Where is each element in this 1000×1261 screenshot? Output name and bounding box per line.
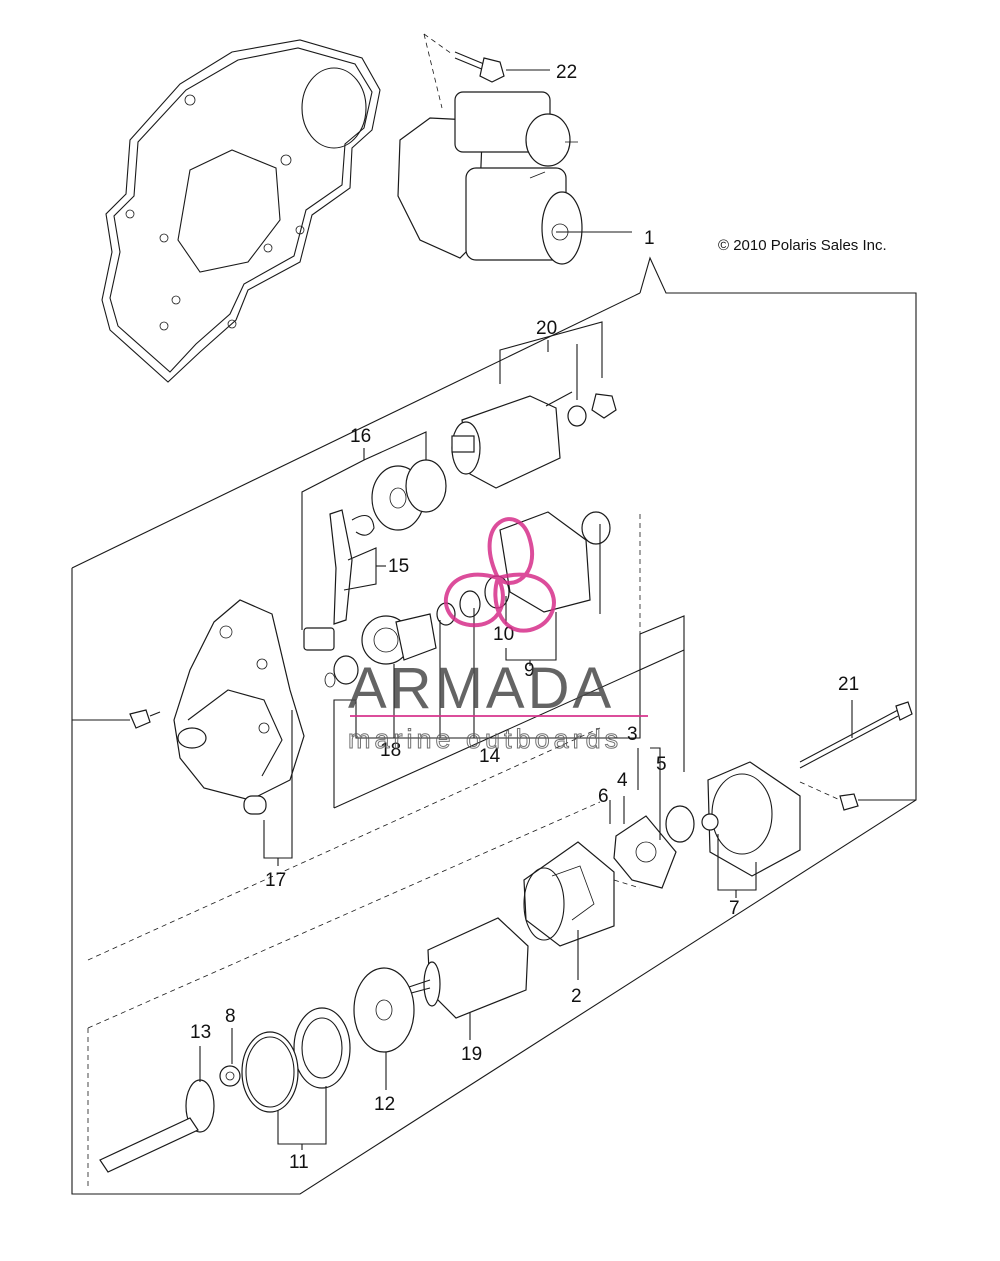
- brush-holder-3-6: [609, 747, 695, 889]
- callout-9: 9: [524, 660, 535, 681]
- callout-4: 4: [617, 770, 628, 791]
- engine-back-plate: [101, 39, 381, 383]
- watermark-brand: ARMADA: [348, 656, 614, 721]
- callout-16: 16: [350, 426, 371, 447]
- callout-1: 1: [644, 228, 655, 249]
- callout-10: 10: [493, 624, 514, 645]
- callout-21: 21: [838, 674, 859, 695]
- rear-cover-7: [701, 761, 801, 898]
- callout-7: 7: [729, 898, 740, 919]
- lever-15: [303, 509, 386, 651]
- starter-assembly: [397, 91, 632, 265]
- armature-19: [399, 917, 529, 1040]
- watermark-tagline: marine outboards: [348, 724, 622, 754]
- callout-18: 18: [380, 740, 401, 761]
- armada-watermark: ARMADA marine outboards: [348, 517, 648, 755]
- planet-gear-8: [219, 1028, 241, 1087]
- front-housing-17: [72, 599, 305, 866]
- callout-22: 22: [556, 62, 577, 83]
- shaft-13: [99, 1046, 215, 1173]
- yoke-2: [523, 841, 641, 980]
- pinion-clutch-18: [324, 613, 437, 738]
- solenoid-20: [451, 321, 617, 489]
- callout-17: 17: [265, 870, 286, 891]
- callout-14: 14: [479, 746, 501, 767]
- through-bolt-21: [799, 700, 916, 811]
- watermark-logo-icon: [443, 517, 556, 633]
- callout-19: 19: [461, 1044, 482, 1065]
- bolt-22: [423, 33, 550, 109]
- plate-12: [353, 967, 415, 1090]
- callout-13: 13: [190, 1022, 211, 1043]
- callout-8: 8: [225, 1006, 236, 1027]
- callout-20: 20: [536, 318, 557, 339]
- bracket-14: [333, 608, 685, 808]
- callout-11: 11: [289, 1152, 309, 1173]
- callout-15: 15: [388, 556, 409, 577]
- drive-housing-10: [436, 511, 611, 666]
- callout-3: 3: [627, 724, 638, 745]
- plates-16: [301, 431, 447, 630]
- callout-6: 6: [598, 786, 609, 807]
- frame-line: [71, 256, 917, 1195]
- ring-gear-11: [241, 1007, 351, 1150]
- copyright-notice: © 2010 Polaris Sales Inc.: [718, 237, 887, 254]
- callout-12: 12: [374, 1094, 395, 1115]
- callout-2: 2: [571, 986, 582, 1007]
- callout-5: 5: [656, 754, 667, 775]
